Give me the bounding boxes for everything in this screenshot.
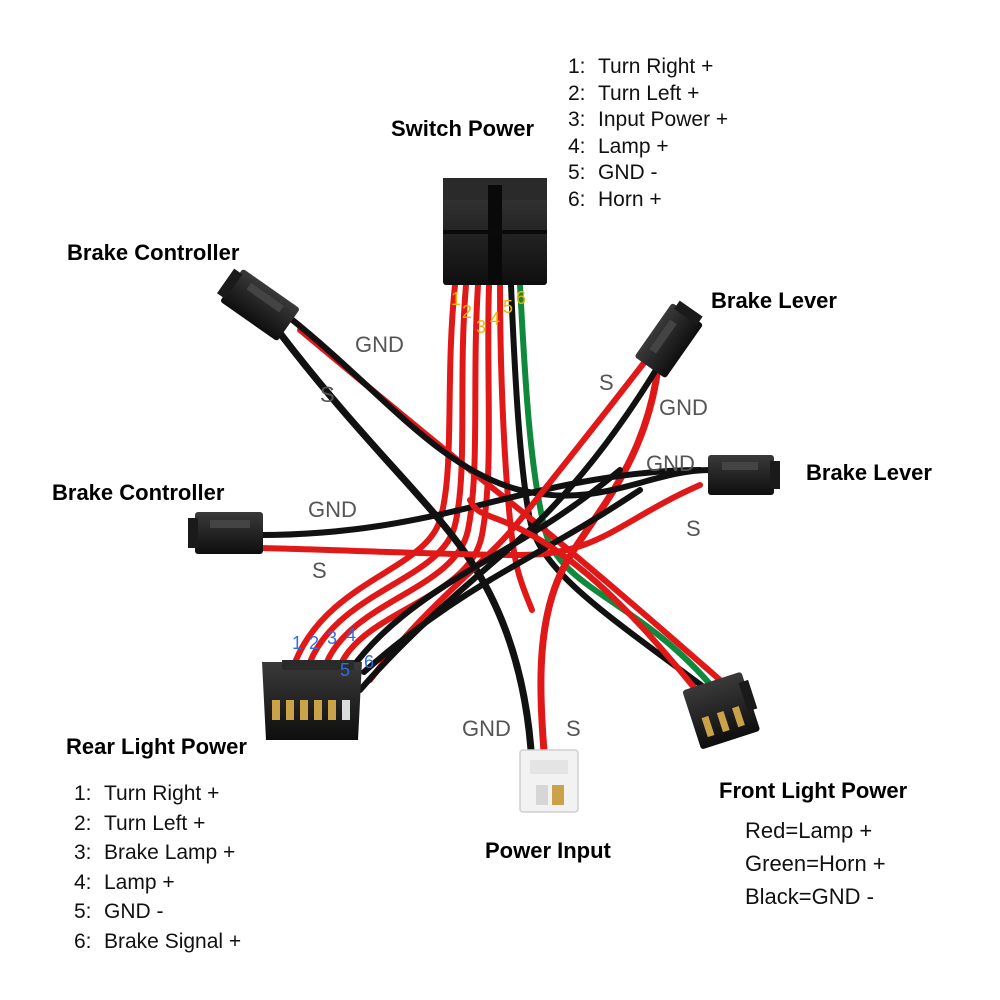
front-light-color-legend: Red=Lamp + Green=Horn + Black=GND - xyxy=(745,814,886,913)
switch-power-connector xyxy=(443,178,547,285)
rear-pin-number: 3 xyxy=(327,628,337,648)
rear-pin-number: 5 xyxy=(340,660,350,680)
wire-switch-to-rear-4 xyxy=(337,282,492,669)
brake-lever-top-title: Brake Lever xyxy=(711,288,837,313)
rear-pin-number: 6 xyxy=(364,652,374,672)
pin-list-item: 6:Horn + xyxy=(568,187,662,211)
pin-list-item: 1:Turn Right + xyxy=(74,782,220,805)
brake-controller-top-title: Brake Controller xyxy=(67,240,240,265)
switch-pin-number: 4 xyxy=(490,309,500,329)
switch-pin-numbers: 1 2 3 4 5 6 xyxy=(451,288,526,337)
switch-pin-number: 3 xyxy=(476,317,486,337)
rear-pin-number: 4 xyxy=(346,625,356,645)
power-input-title: Power Input xyxy=(485,838,611,863)
wire-switch-to-rear-3 xyxy=(323,282,481,667)
pin-list-item: 3:Brake Lamp + xyxy=(74,841,236,864)
pin-list-item: 2:Turn Left + xyxy=(568,81,700,105)
switch-pin-number: 1 xyxy=(451,289,461,309)
rear-pin-numbers: 1 2 3 4 5 6 xyxy=(292,625,374,680)
rear-pin-number: 2 xyxy=(309,633,319,653)
wire-rear-gnd xyxy=(349,467,623,671)
pin-list-item: 4:Lamp + xyxy=(74,870,175,894)
switch-pin-number: 5 xyxy=(503,297,513,317)
brake-lever-top-connector xyxy=(635,300,703,378)
brake-controller-mid-connector xyxy=(188,512,263,554)
front-light-power-connector xyxy=(682,672,760,749)
power-input-connector xyxy=(519,749,579,813)
wire-label-s: S xyxy=(599,370,614,395)
pin-list-item: 2:Turn Left + xyxy=(74,811,206,835)
pin-list-item: 1:Turn Right + xyxy=(568,55,714,78)
wires xyxy=(257,282,723,769)
switch-power-title: Switch Power xyxy=(391,116,535,141)
wire-switch-to-rear-2 xyxy=(307,282,469,665)
pin-list-item: 5:GND - xyxy=(568,161,658,184)
wire-label-s: S xyxy=(566,716,581,741)
wire-label-s: S xyxy=(320,382,335,407)
pin-list-item: 6:Brake Signal + xyxy=(74,929,242,953)
wire-label-gnd: GND xyxy=(355,332,404,357)
legend-item: Red=Lamp + xyxy=(745,818,873,843)
wire-label-gnd: GND xyxy=(646,451,695,476)
wire-label-gnd: GND xyxy=(659,395,708,420)
rear-pin-number: 1 xyxy=(292,633,302,653)
switch-pin-number: 6 xyxy=(516,288,526,308)
brake-lever-mid-connector xyxy=(708,455,780,495)
rear-light-pin-list: 1:Turn Right + 2:Turn Left + 3:Brake Lam… xyxy=(74,779,241,956)
wire-brake-lever-top-s xyxy=(367,352,653,683)
rear-light-power-title: Rear Light Power xyxy=(66,734,247,759)
wire-brake-ctrl-mid-s xyxy=(257,482,703,559)
pin-list-item: 4:Lamp + xyxy=(568,134,669,158)
brake-controller-mid-title: Brake Controller xyxy=(52,480,225,505)
switch-power-pin-list: 1:Turn Right + 2:Turn Left + 3:Input Pow… xyxy=(568,54,728,213)
brake-lever-mid-title: Brake Lever xyxy=(806,460,932,485)
rear-light-power-connector xyxy=(262,660,362,740)
wire-label-s: S xyxy=(686,516,701,541)
wire-power-input-red xyxy=(537,346,664,769)
front-light-power-title: Front Light Power xyxy=(719,778,908,803)
legend-item: Black=GND - xyxy=(745,884,874,909)
wire-label-gnd: GND xyxy=(308,497,357,522)
wire-front-lamp xyxy=(467,497,703,698)
pin-list-item: 5:GND - xyxy=(74,900,164,923)
wire-rear-signal xyxy=(361,487,643,675)
pin-list-item: 3:Input Power + xyxy=(568,108,729,131)
rear-light-pins xyxy=(272,700,350,720)
wire-label-s: S xyxy=(312,558,327,583)
wire-label-gnd: GND xyxy=(462,716,511,741)
switch-pin-number: 2 xyxy=(462,302,472,322)
wire-brake-ctrl-mid-gnd xyxy=(257,467,703,538)
legend-item: Green=Horn + xyxy=(745,851,886,876)
wire-brake-ctrl-top-gnd xyxy=(287,315,713,499)
brake-controller-top-connector xyxy=(216,268,299,341)
